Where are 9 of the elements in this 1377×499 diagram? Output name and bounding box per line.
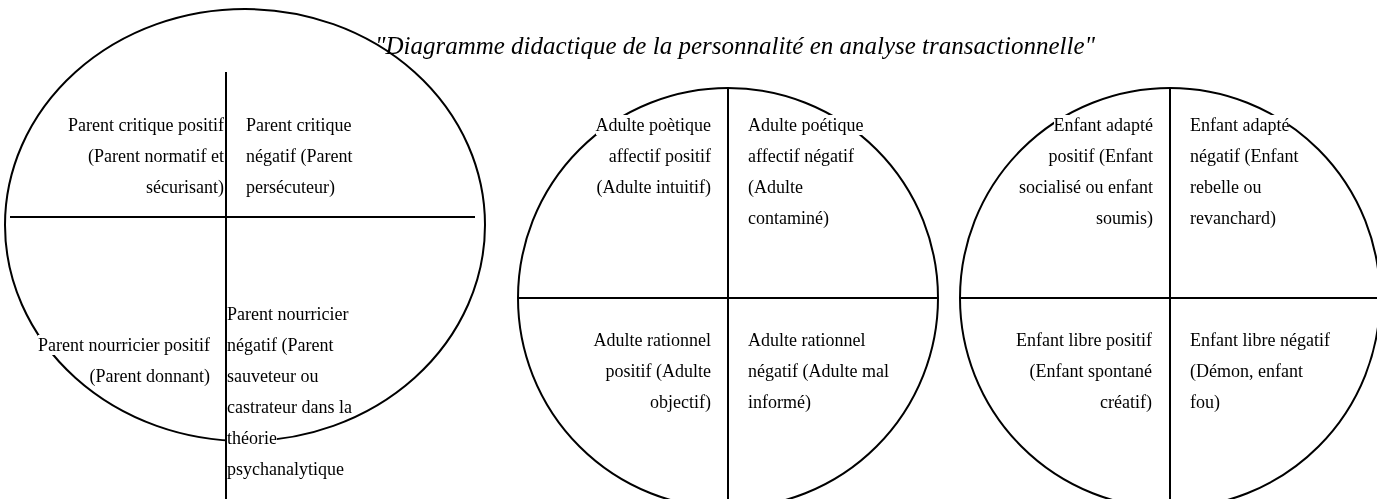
quadrant-label: Adulte poétique affectif négatif (Adulte contaminé) [748, 114, 865, 230]
diagram-title: "Diagramme didactique de la personnalité en analyse transactionnelle" [373, 31, 1097, 61]
quadrant-label: Enfant libre négatif (Démon, enfant fou) [1190, 329, 1331, 414]
quadrant-label: Parent critique positif (Parent normatif et sécurisant) [67, 114, 224, 199]
quadrant-label: Adulte poètique affectif positif (Adulte intuitif) [594, 114, 711, 199]
quadrant-label: Enfant adapté négatif (Enfant rebelle ou revanchard) [1190, 114, 1300, 230]
quadrant-label: Enfant libre positif (Enfant spontané créatif) [1015, 329, 1152, 414]
quadrant-label: Parent nourricier positif (Parent donnant) [37, 334, 210, 388]
quadrant-label: Enfant adapté positif (Enfant socialisé ou enfant soumis) [1018, 114, 1153, 230]
